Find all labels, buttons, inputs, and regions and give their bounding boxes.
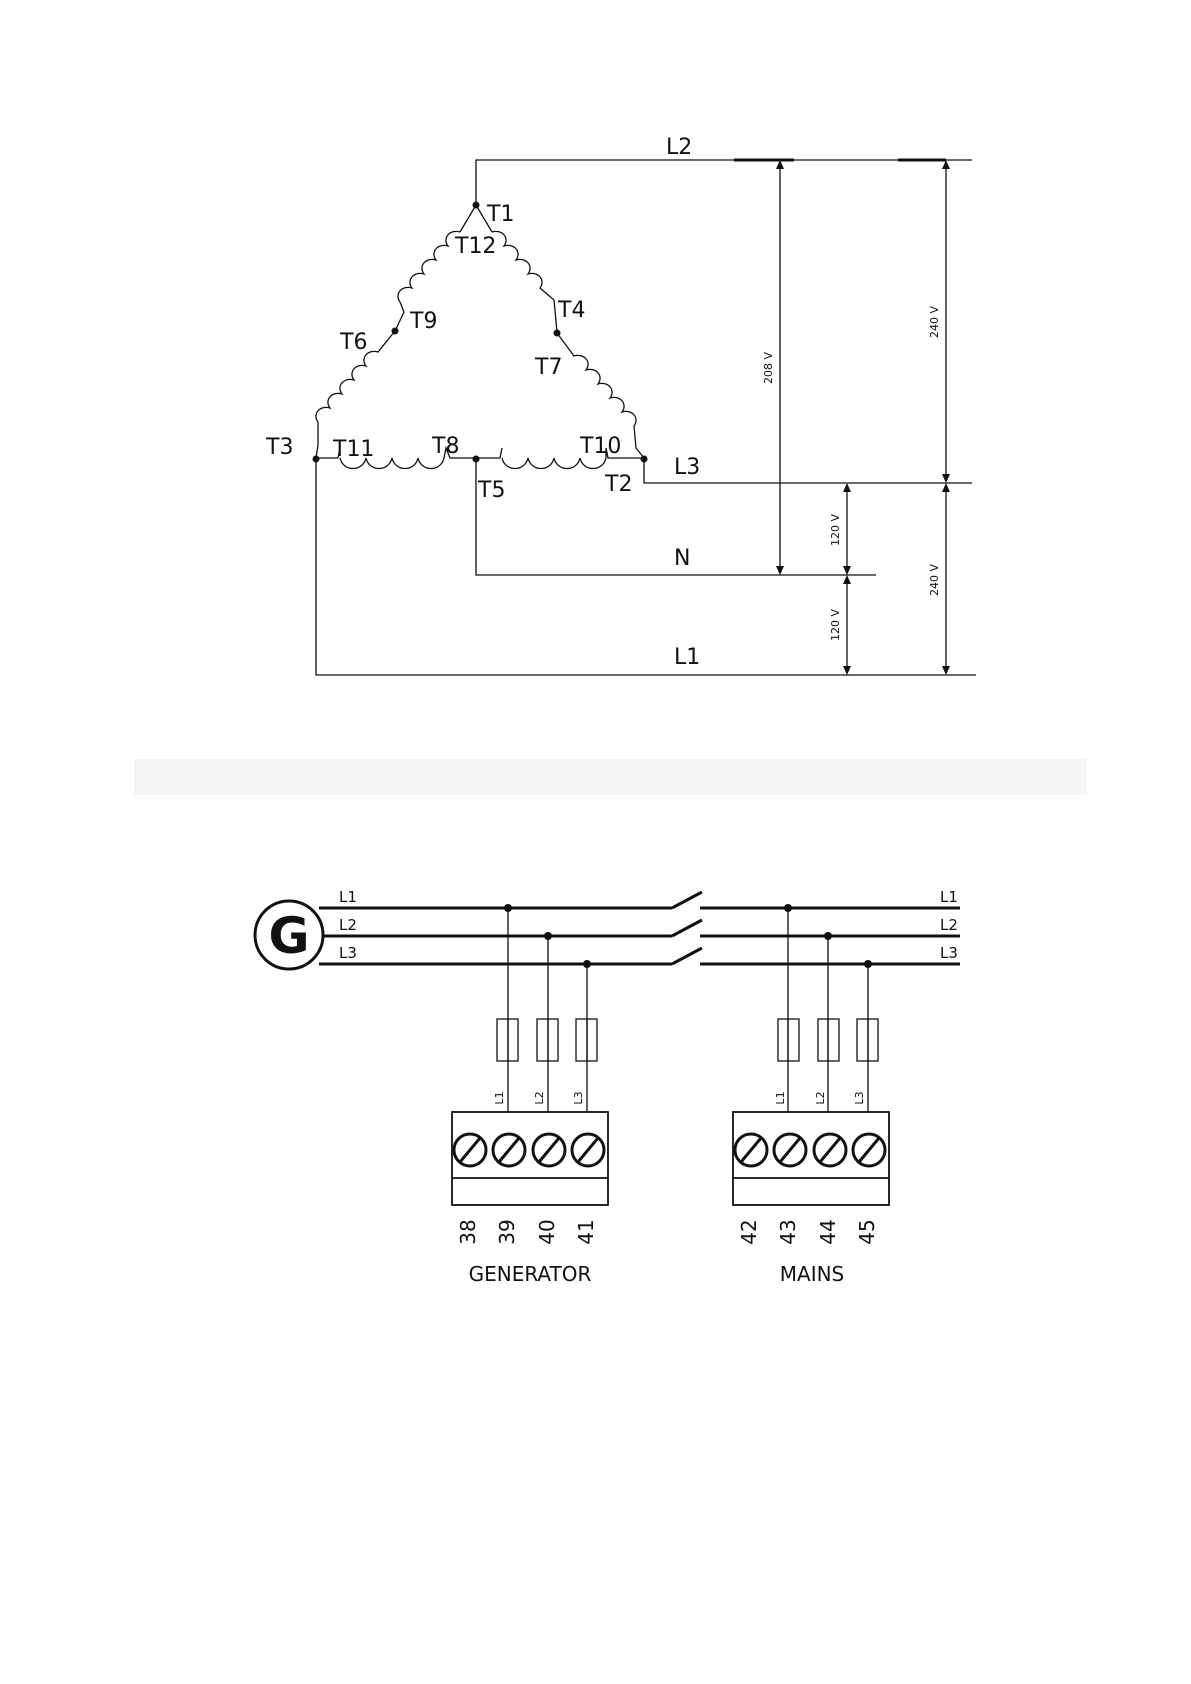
label-120v-top: 120 V xyxy=(829,514,842,546)
mains-caption: MAINS xyxy=(780,1262,845,1286)
label-t10: T10 xyxy=(579,434,621,459)
gen-caption: GENERATOR xyxy=(469,1262,592,1286)
gen-terminal-41: 41 xyxy=(574,1219,598,1244)
dimension-240v-bottom xyxy=(942,483,950,675)
mains-terminal-43: 43 xyxy=(776,1219,800,1244)
delta-diagram: L2 L3 N L1 T1 T12 T4 T9 T6 T7 T3 T11 T8 … xyxy=(265,135,976,675)
label-120v-bottom: 120 V xyxy=(829,609,842,641)
label-l3: L3 xyxy=(674,455,700,480)
gen-terminal-40: 40 xyxy=(535,1219,559,1244)
label-l2: L2 xyxy=(666,135,692,160)
gen-terminal-39: 39 xyxy=(495,1219,519,1244)
label-208v: 208 V xyxy=(762,352,775,384)
label-t2: T2 xyxy=(604,472,632,497)
mains-terminal-44: 44 xyxy=(816,1219,840,1244)
label-t3: T3 xyxy=(265,435,293,460)
label-t9: T9 xyxy=(409,309,437,334)
label-t8: T8 xyxy=(431,434,459,459)
terminal-wiring-diagram: G L1 L2 L3 L1 L2 L3 xyxy=(255,888,960,1286)
gen-terminal-block xyxy=(452,1112,608,1205)
dimension-208v xyxy=(776,160,784,575)
label-t1: T1 xyxy=(486,202,514,227)
gen-fuse-label-l1: L1 xyxy=(493,1091,506,1104)
mains-line-label-l3: L3 xyxy=(940,944,958,962)
mains-line-label-l2: L2 xyxy=(940,916,958,934)
winding-right-upper xyxy=(492,231,554,300)
switch-contact-l2 xyxy=(672,920,702,936)
mains-fuse-label-l3: L3 xyxy=(853,1091,866,1104)
switch-contact-l1 xyxy=(672,892,702,908)
mains-terminal-screws xyxy=(735,1134,885,1166)
label-240v-top: 240 V xyxy=(928,306,941,338)
gen-fuse-label-l3: L3 xyxy=(572,1091,585,1104)
label-l1: L1 xyxy=(674,645,700,670)
mains-terminal-45: 45 xyxy=(855,1219,879,1244)
mains-fuse-label-l2: L2 xyxy=(814,1091,827,1104)
gen-line-label-l2: L2 xyxy=(339,916,357,934)
dimension-120v-bottom xyxy=(843,575,851,675)
label-t4: T4 xyxy=(557,298,585,323)
l1-wire xyxy=(316,459,976,675)
gen-terminal-screws xyxy=(454,1134,604,1166)
switch-contact-l3 xyxy=(672,948,702,964)
mains-fuse-label-l1: L1 xyxy=(774,1091,787,1104)
label-t12: T12 xyxy=(454,234,496,259)
gen-line-label-l3: L3 xyxy=(339,944,357,962)
label-t5: T5 xyxy=(477,478,505,503)
gen-fuse-label-l2: L2 xyxy=(533,1091,546,1104)
label-t7: T7 xyxy=(534,355,562,380)
mains-terminal-42: 42 xyxy=(737,1219,761,1244)
generator-symbol-letter: G xyxy=(268,907,309,965)
dimension-240v-top xyxy=(942,160,950,483)
label-n: N xyxy=(674,546,690,571)
mains-terminal-block xyxy=(733,1112,889,1205)
mains-line-label-l1: L1 xyxy=(940,888,958,906)
gen-line-label-l1: L1 xyxy=(339,888,357,906)
label-t11: T11 xyxy=(332,437,374,462)
label-240v-bottom: 240 V xyxy=(928,564,941,596)
dimension-120v-top xyxy=(843,483,851,575)
winding-left-upper xyxy=(398,231,460,312)
gen-terminal-38: 38 xyxy=(456,1219,480,1244)
t4-t7-lead xyxy=(554,300,557,332)
label-t6: T6 xyxy=(339,330,367,355)
l2-wire xyxy=(476,160,972,204)
